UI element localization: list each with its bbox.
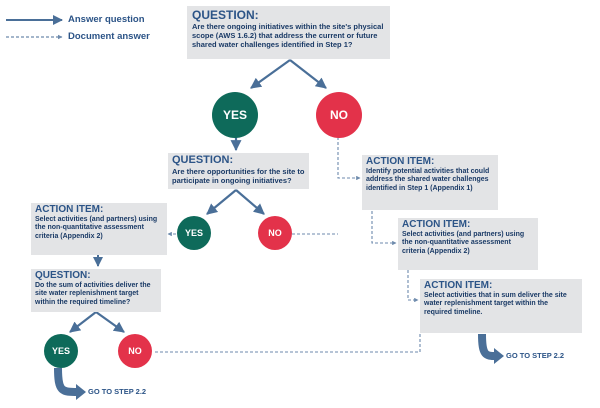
goto-arrow-right-head	[494, 348, 504, 364]
arrow-q1-yes	[250, 59, 291, 89]
legend-document-label: Document answer	[68, 31, 150, 42]
action-box-select-partners-right: ACTION ITEM: Select activities (and part…	[398, 218, 538, 270]
answer-yes-sum: YES	[44, 334, 78, 368]
arrow-q2-yes	[206, 189, 237, 215]
dash-no1-actionr1	[337, 137, 361, 181]
dash-no3-right	[155, 334, 421, 353]
question-heading: QUESTION:	[35, 270, 91, 281]
answer-no-opportunities: NO	[258, 216, 292, 250]
answer-yes-opportunities: YES	[177, 216, 211, 250]
question-box-opportunities: QUESTION: Are there opportunities for th…	[168, 153, 309, 189]
dash-actionr1-actionr2	[371, 211, 397, 246]
arrow-q2-no	[235, 189, 265, 215]
goto-step-label-right: GO TO STEP 2.2	[506, 351, 565, 360]
action-text: Identify potential activities that could…	[366, 167, 490, 192]
action-text: Select activities (and partners) using t…	[402, 230, 525, 255]
action-heading: ACTION ITEM:	[424, 280, 493, 291]
goto-step-label-left: GO TO STEP 2.2	[88, 387, 147, 396]
question-text: Are there ongoing initiatives within the…	[192, 21, 384, 49]
answer-yes-initiatives: YES	[212, 92, 258, 138]
goto-arrow-left	[54, 367, 79, 396]
goto-arrow-right	[478, 333, 497, 360]
action-box-select-partners: ACTION ITEM: Select activities (and part…	[31, 203, 167, 255]
goto-arrow-left-head	[76, 384, 86, 400]
question-heading: QUESTION:	[192, 8, 259, 22]
action-heading: ACTION ITEM:	[402, 219, 471, 230]
action-text: Select activities (and partners) using t…	[35, 215, 158, 240]
arrow-q3-no	[95, 311, 125, 333]
dash-actionr2-actionr3	[407, 270, 419, 303]
question-heading: QUESTION:	[172, 154, 234, 166]
arrow-q1-no	[289, 59, 327, 89]
question-text: Do the sum of activities deliver the sit…	[35, 281, 151, 306]
arrow-q3-yes	[69, 311, 97, 333]
question-box-initiatives: QUESTION: Are there ongoing initiatives …	[187, 6, 390, 59]
action-text: Select activities that in sum deliver th…	[424, 291, 567, 316]
action-heading: ACTION ITEM:	[366, 156, 435, 167]
action-box-identify-activities: ACTION ITEM: Identify potential activiti…	[362, 155, 498, 210]
question-box-sum-activities: QUESTION: Do the sum of activities deliv…	[31, 269, 161, 312]
answer-no-sum: NO	[118, 334, 152, 368]
action-heading: ACTION ITEM:	[35, 204, 104, 215]
legend-answer-label: Answer question	[68, 14, 145, 25]
question-text: Are there opportunities for the site to …	[172, 166, 305, 185]
answer-no-initiatives: NO	[316, 92, 362, 138]
action-box-select-sum: ACTION ITEM: Select activities that in s…	[420, 279, 582, 333]
